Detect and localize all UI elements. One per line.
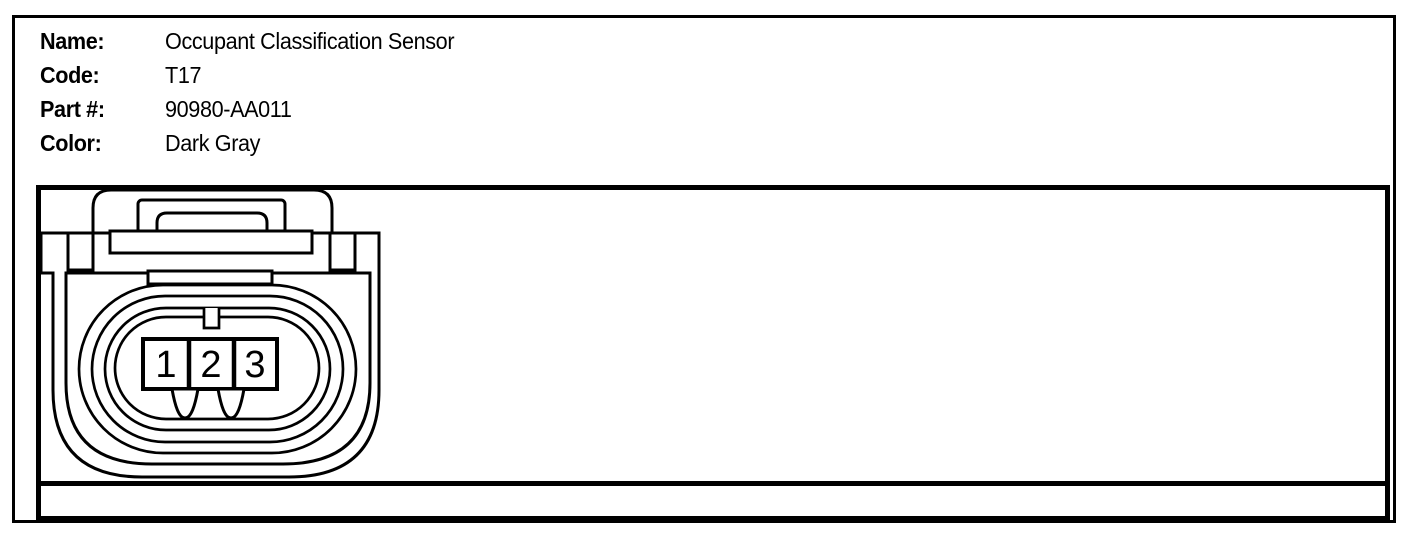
- notes-strip: [41, 481, 1385, 516]
- alignment-rib: [146, 269, 274, 286]
- polarization-tab-1: [170, 387, 200, 420]
- code-label: Code:: [40, 61, 100, 88]
- color-label: Color:: [40, 129, 102, 156]
- code-value: T17: [165, 61, 202, 88]
- pin-number-1: 1: [155, 344, 176, 386]
- side-ear-left: [66, 231, 95, 272]
- polarization-tab-2: [216, 387, 246, 420]
- pin-number-3: 3: [244, 344, 265, 386]
- side-ear-right: [328, 231, 357, 272]
- key-notch: [202, 308, 221, 330]
- terminal-block: [141, 337, 279, 391]
- field-row-code: Code: T17: [40, 58, 740, 92]
- name-value: Occupant Classification Sensor: [165, 27, 455, 54]
- pin-number-2: 2: [200, 344, 221, 386]
- name-label: Name:: [40, 27, 105, 54]
- color-value: Dark Gray: [165, 129, 261, 156]
- field-row-name: Name: Occupant Classification Sensor: [40, 24, 740, 58]
- part-info-header: Name: Occupant Classification Sensor Cod…: [40, 24, 740, 160]
- sheet-border: [12, 15, 1396, 523]
- part-number-value: 90980-AA011: [165, 95, 292, 122]
- field-row-color: Color: Dark Gray: [40, 126, 740, 160]
- latch-tab: [155, 211, 269, 235]
- lock-crossbar: [108, 229, 314, 255]
- field-row-part-number: Part #: 90980-AA011: [40, 92, 740, 126]
- part-number-label: Part #:: [40, 95, 105, 122]
